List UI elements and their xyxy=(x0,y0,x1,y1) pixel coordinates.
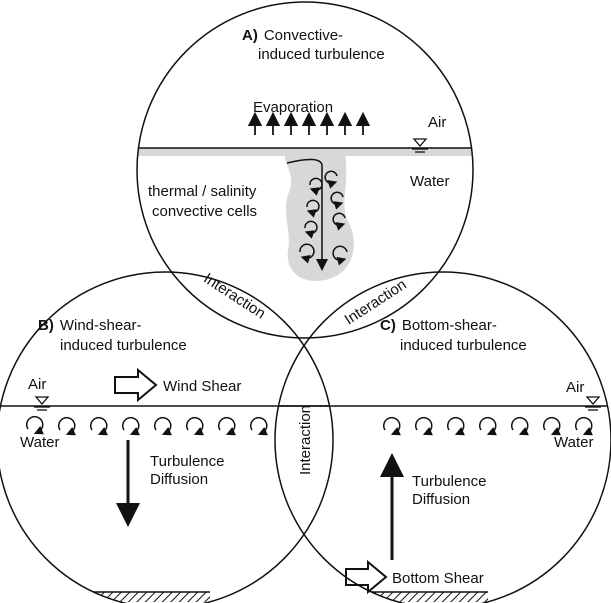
diffusion-label-c-2: Diffusion xyxy=(412,491,470,508)
convection-arrow xyxy=(286,158,328,271)
svg-text:C)Bottom-shear-: C) Bottom-shear- xyxy=(380,317,497,334)
panel-a-title-2: induced turbulence xyxy=(258,46,385,63)
evaporation-label: Evaporation xyxy=(253,99,333,116)
panel-c-title-2: induced turbulence xyxy=(400,337,527,354)
interaction-label-ac: Interaction xyxy=(342,276,410,328)
cells-label-2: convective cells xyxy=(152,203,257,220)
bottom-shear-arrow xyxy=(345,559,388,595)
circle-c xyxy=(274,271,611,603)
circle-a xyxy=(136,1,474,339)
water-level-symbol-b xyxy=(34,396,50,411)
air-label-c: Air xyxy=(566,379,584,396)
wind-shear-arrow xyxy=(114,367,158,403)
panel-b: B) Wind-shear- induced turbulence Air Wat… xyxy=(0,317,333,602)
svg-text:A)Convective-: A) Convective- xyxy=(242,27,343,44)
svg-text:B)Wind-shear-: B) Wind-shear- xyxy=(38,317,142,334)
eddies-b xyxy=(25,416,268,436)
diffusion-label-b-1: Turbulence xyxy=(150,453,225,470)
wind-shear-label: Wind Shear xyxy=(163,378,241,395)
panel-a-letter: A) xyxy=(242,27,258,44)
panel-c: C) Bottom-shear- induced turbulence Air W… xyxy=(275,317,611,602)
panel-c-letter: C) xyxy=(380,317,396,334)
air-label-b: Air xyxy=(28,376,46,393)
panel-b-letter: B) xyxy=(38,317,54,334)
evaporation-arrows xyxy=(247,111,371,135)
circle-b xyxy=(0,271,334,603)
water-label-b: Water xyxy=(20,434,59,451)
bottom-hatch-b xyxy=(90,592,210,602)
air-label-a: Air xyxy=(428,114,446,131)
water-label-a: Water xyxy=(410,173,449,190)
panel-c-title-1: Bottom-shear- xyxy=(402,317,497,334)
bottom-hatch-c xyxy=(368,592,488,602)
convective-plume xyxy=(284,152,354,281)
panel-b-title-2: induced turbulence xyxy=(60,337,187,354)
water-level-symbol-c xyxy=(585,396,601,411)
diffusion-label-b-2: Diffusion xyxy=(150,471,208,488)
cells-label-1: thermal / salinity xyxy=(148,183,257,200)
interaction-label-ab: Interaction xyxy=(200,270,268,322)
panel-b-title-1: Wind-shear- xyxy=(60,317,142,334)
panel-a: A) Convective- induced turbulence Evapora… xyxy=(137,27,473,281)
convective-cells xyxy=(299,170,348,266)
panel-a-title-1: Convective- xyxy=(264,27,343,44)
diffusion-label-c-1: Turbulence xyxy=(412,473,487,490)
bottom-shear-label: Bottom Shear xyxy=(392,570,484,587)
eddies-c xyxy=(382,417,593,436)
water-label-c: Water xyxy=(554,434,593,451)
interaction-label-bc: Interaction xyxy=(297,405,314,475)
water-level-symbol-a xyxy=(412,138,428,153)
